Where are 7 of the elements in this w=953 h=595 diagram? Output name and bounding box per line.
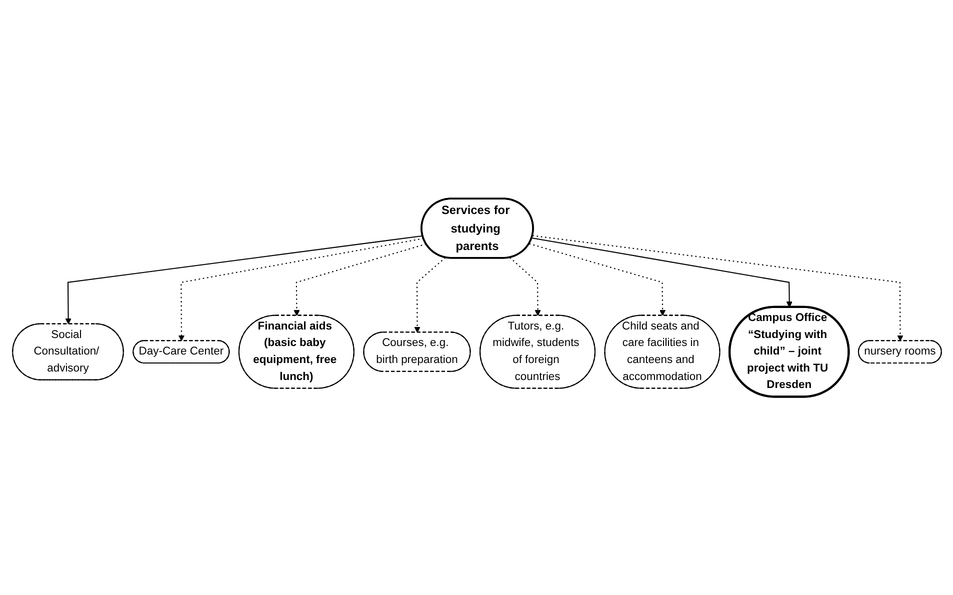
arrow [64, 235, 422, 324]
arrow [532, 234, 903, 342]
arrow [509, 257, 540, 316]
diagram: Services for studying parents Social Consultation/ advisory Day-Care Center Financial aids (basic baby equipment, free lunch) Courses, e.g. birth preparation Tutors, e.g. midwife, students of foreign countries Child seats and care facilities in canteens and accommodation Campus Office “Studying with child” – joint project with TU Dresden nursery rooms [6, 192, 946, 402]
arrow [414, 257, 446, 333]
arrow [528, 243, 666, 316]
arrow [531, 237, 792, 308]
